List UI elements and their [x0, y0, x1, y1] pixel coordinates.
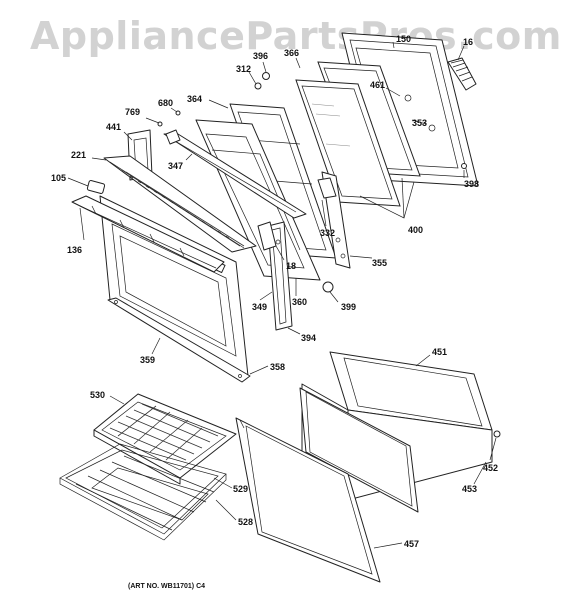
- part-label-451: 451: [432, 347, 448, 357]
- part-label-364: 364: [187, 94, 203, 104]
- gasket-16: [447, 57, 477, 91]
- broil-pan-530: [93, 393, 237, 485]
- part-label-396: 396: [253, 51, 269, 61]
- vent-panel-221: [103, 155, 257, 253]
- side-bracket-394: [267, 221, 293, 331]
- part-label-332: 332: [320, 228, 336, 238]
- glass-panel-inner: [295, 79, 401, 207]
- part-label-353: 353: [412, 118, 428, 128]
- part-label-358: 358: [270, 362, 286, 372]
- part-label-453: 453: [462, 484, 478, 494]
- door-trim-347: [163, 129, 307, 219]
- watermark: AppliancePartsPros.com: [30, 14, 562, 58]
- part-label-105: 105: [51, 173, 67, 183]
- part-label-366: 366: [284, 48, 300, 58]
- bottom-trim-359: [107, 297, 251, 383]
- hinge-355: [317, 171, 351, 269]
- drawer-front-457: [235, 417, 381, 583]
- part-label-441: 441: [106, 122, 122, 132]
- part-label-680: 680: [158, 98, 174, 108]
- part-label-221: 221: [71, 150, 87, 160]
- part-label-18: 18: [286, 261, 297, 271]
- part-label-394: 394: [301, 333, 317, 343]
- inner-door-360: [195, 119, 321, 281]
- part-label-312: 312: [236, 64, 252, 74]
- part-label-457: 457: [404, 539, 420, 549]
- door-handle-136: [71, 195, 225, 273]
- part-label-452: 452: [483, 463, 499, 473]
- part-label-398: 398: [464, 179, 480, 189]
- small-hardware: [157, 72, 501, 438]
- part-label-355: 355: [372, 258, 388, 268]
- part-label-461: 461: [370, 80, 386, 90]
- part-label-136: 136: [67, 245, 83, 255]
- part-label-400: 400: [408, 225, 424, 235]
- part-label-16: 16: [463, 37, 474, 47]
- part-label-399: 399: [341, 302, 357, 312]
- part-label-349: 349: [252, 302, 268, 312]
- endcap-105: [86, 180, 106, 194]
- part-label-359: 359: [140, 355, 156, 365]
- part-label-769: 769: [125, 107, 141, 117]
- part-label-528: 528: [238, 517, 254, 527]
- leader-lines: [67, 41, 497, 549]
- art-number: (ART NO. WB11701) C4: [128, 583, 206, 590]
- part-label-530: 530: [90, 390, 106, 400]
- part-label-347: 347: [168, 161, 184, 171]
- oven-rack-528: [59, 443, 227, 541]
- part-label-360: 360: [292, 297, 308, 307]
- part-label-150: 150: [396, 34, 412, 44]
- part-label-529: 529: [233, 484, 249, 494]
